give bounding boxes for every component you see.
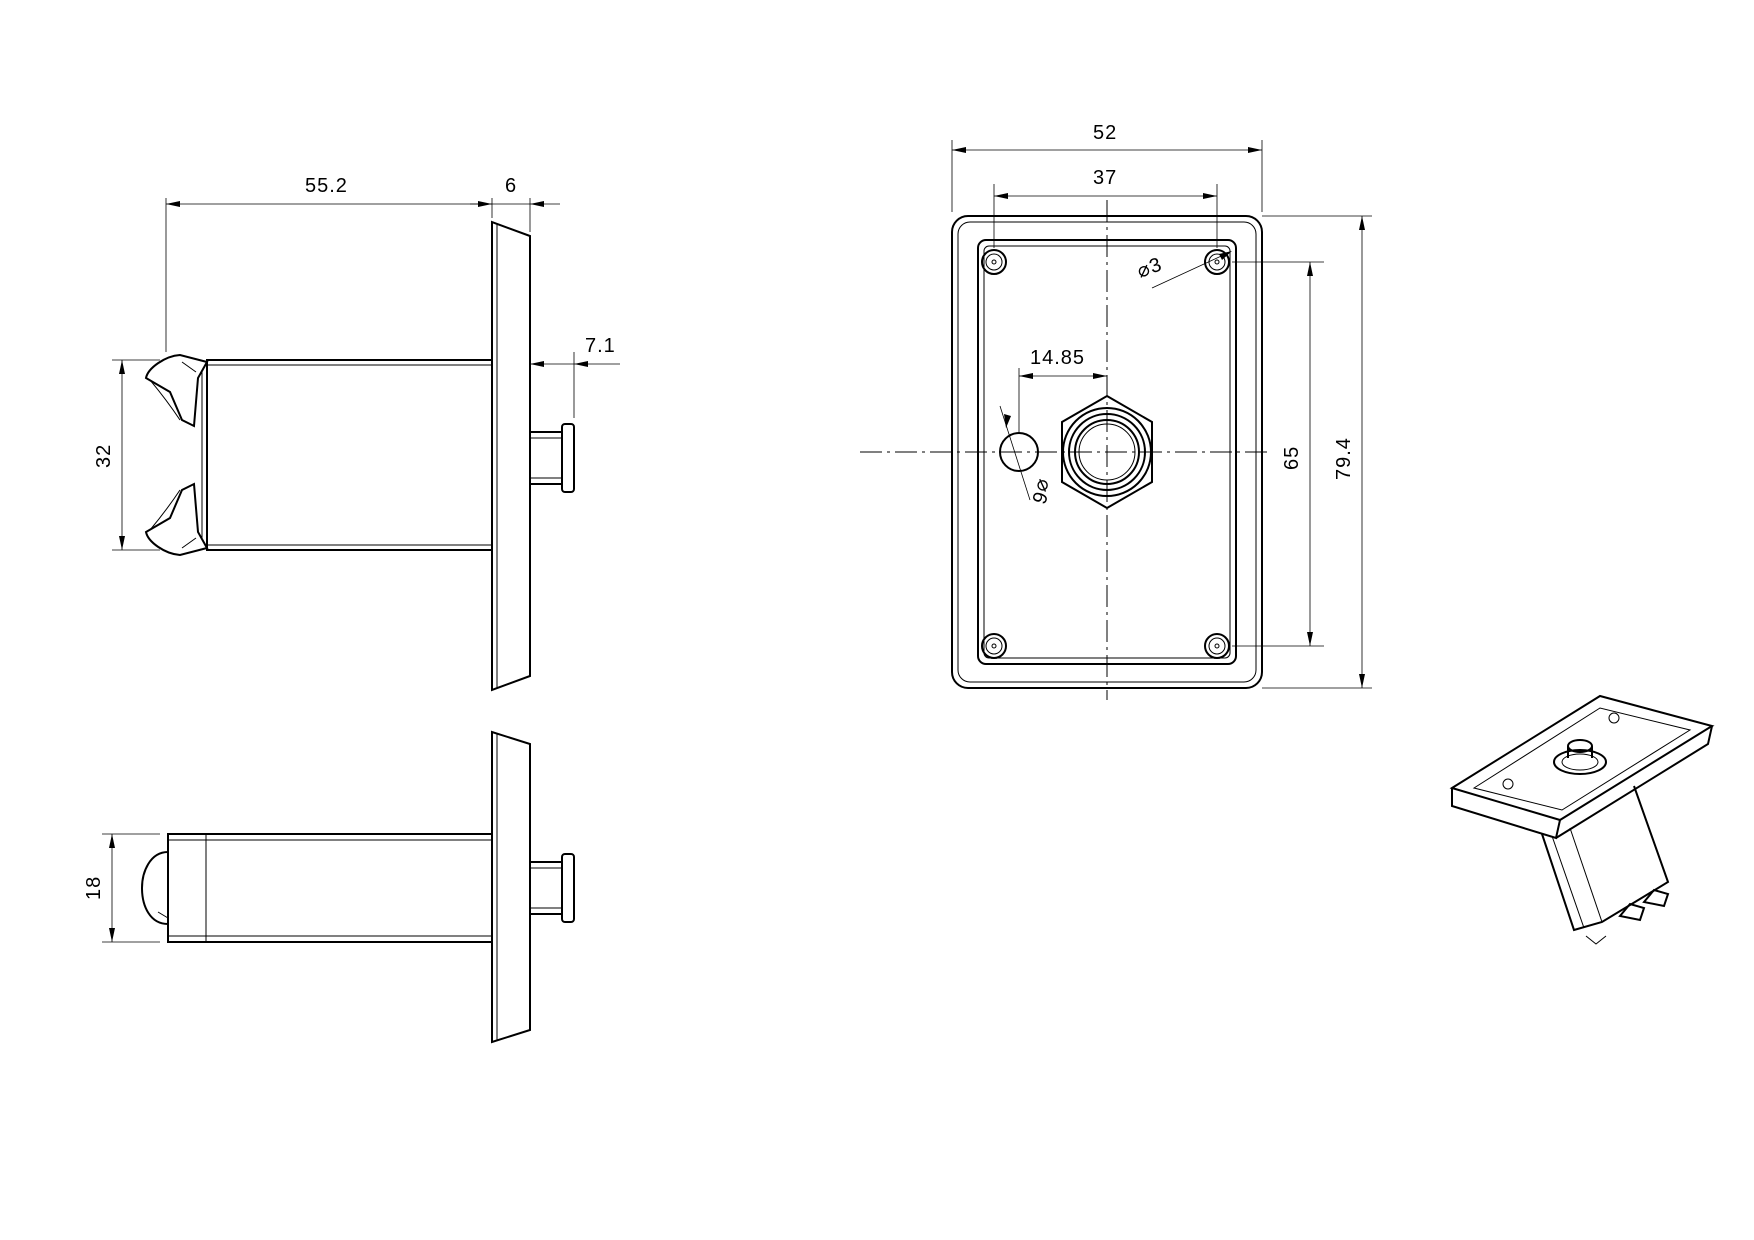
dim-plate-height: 79.4 bbox=[1333, 437, 1355, 480]
push-button-cap bbox=[1074, 419, 1140, 485]
screw-hole-bl bbox=[981, 633, 1007, 659]
dim-button-protrusion: 7.1 bbox=[585, 335, 616, 357]
screw-hole-br bbox=[1204, 633, 1230, 659]
dim-side-length: 55.2 bbox=[305, 175, 348, 197]
dim-side-height: 32 bbox=[93, 444, 115, 468]
dim-led-dia: ⌀6 bbox=[1027, 476, 1056, 507]
hex-nut bbox=[1061, 394, 1153, 510]
dim-hole-spacing-y: 65 bbox=[1281, 446, 1303, 470]
bottom-view-dimensions: 18 bbox=[83, 833, 160, 943]
dim-hole-dia: ⌀3 bbox=[1134, 253, 1165, 282]
led-hole bbox=[999, 432, 1039, 472]
dim-hole-spacing-x: 37 bbox=[1093, 167, 1117, 189]
side-view bbox=[144, 220, 575, 692]
dim-plate-width: 52 bbox=[1093, 122, 1117, 144]
screw-hole-tr bbox=[1204, 249, 1230, 275]
front-view-dimensions: 52 37 14.85 ⌀3 ⌀6 65 79.4 bbox=[951, 122, 1372, 689]
isometric-view bbox=[1449, 694, 1715, 945]
dim-center-offset: 14.85 bbox=[1030, 347, 1085, 369]
front-view bbox=[860, 200, 1270, 700]
dim-flange-thickness: 6 bbox=[505, 175, 517, 197]
dim-bottom-height: 18 bbox=[83, 876, 105, 900]
side-view-dimensions: 55.2 6 7.1 32 bbox=[93, 175, 620, 551]
bottom-view bbox=[140, 730, 575, 1044]
screw-hole-tl bbox=[981, 249, 1007, 275]
